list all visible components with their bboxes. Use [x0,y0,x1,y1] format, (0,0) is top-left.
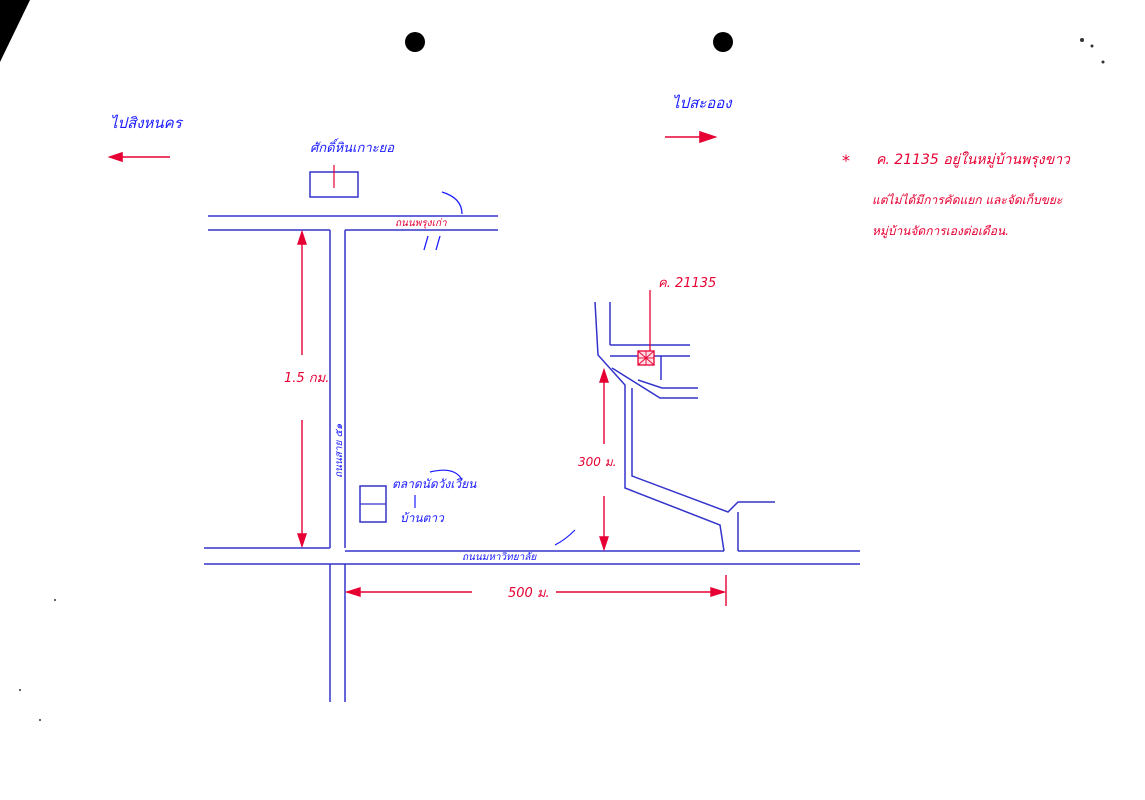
road-vertical-label: ถนนสาย ๕๑ [334,423,345,478]
direction-right-arrow-icon [665,130,718,144]
road-bottom-callout [554,529,576,546]
note-line-3: หมู่บ้านจัดการเองต่อเดือน. [872,224,1009,239]
house-marker-hatch [637,350,655,366]
road-top-label: ถนนพรุงเก่า [395,218,447,229]
landmark-top-label: ศักดิ์หินเกาะยอ [310,138,395,156]
house-marker-label: ค. 21135 [658,276,716,291]
road-top [208,215,498,231]
distance-horizontal-measure [344,575,727,606]
note-line-2: แต่ไม่ได้มีการคัดแยก และจัดเก็บขยะ [872,192,1063,207]
folded-corner [0,0,30,62]
binder-hole-right [713,32,733,52]
road-vertical [329,230,346,702]
binder-hole-left [405,32,425,52]
landmark-bottom-callout [429,469,463,481]
landmark-bottom-sublabel: บ้านตาว [400,511,445,525]
direction-right-label: ไปสะออง [672,94,733,112]
lane-to-house [594,301,775,552]
distance-lane-measure [599,367,609,552]
distance-horizontal-label: 500 ม. [508,586,550,601]
road-top-tick-marks [423,235,441,251]
landmark-bottom-label: ตลาดนัดวังเวียน [392,477,477,491]
road-top-callout [441,191,463,215]
note-line-1: ค. 21135 อยู่ในหมู่บ้านพรุงขาว [876,151,1071,168]
direction-left-arrow-icon [107,151,170,163]
direction-left-label: ไปสิงหนคร [110,114,184,132]
note-bullet: * [842,151,850,170]
scan-specks [19,38,1105,721]
road-bottom-label: ถนนมหาวิทยาลัย [462,551,537,563]
road-bottom [204,547,860,565]
distance-vertical-label: 1.5 กม. [284,371,329,386]
distance-vertical-measure [297,229,307,549]
distance-lane-label: 300 ม. [578,455,616,469]
